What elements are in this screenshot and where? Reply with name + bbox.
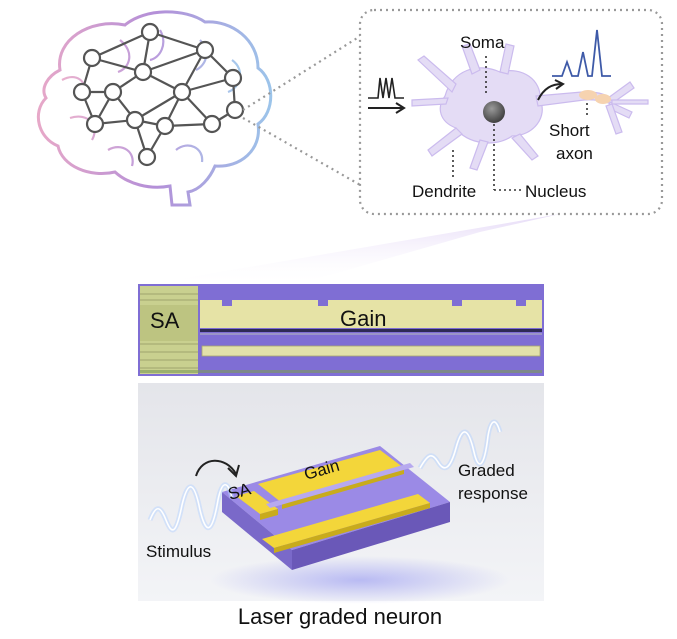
zoom-lines bbox=[242, 34, 363, 187]
short-label: Short bbox=[549, 121, 590, 140]
zoom-beam bbox=[138, 214, 560, 286]
chip-micrograph: SA Gain bbox=[138, 284, 544, 376]
nucleus-label: Nucleus bbox=[525, 182, 586, 201]
neuron-inset: Soma Dendrite Nucleus Short axon bbox=[358, 8, 664, 216]
graded-label: Graded bbox=[458, 461, 515, 480]
response-label: response bbox=[458, 484, 528, 503]
figure-caption: Laser graded neuron bbox=[238, 604, 442, 629]
axon-label: axon bbox=[556, 144, 593, 163]
micrograph-gain-label: Gain bbox=[340, 306, 386, 331]
soma-label: Soma bbox=[460, 33, 505, 52]
sa-arrow-icon bbox=[195, 459, 237, 477]
nucleus-icon bbox=[483, 101, 505, 123]
brain-network-icon bbox=[36, 10, 273, 207]
stimulus-wave-icon bbox=[147, 482, 235, 533]
micrograph-sa-label: SA bbox=[150, 308, 180, 333]
dendrite-label: Dendrite bbox=[412, 182, 476, 201]
output-spikes-icon bbox=[552, 29, 611, 77]
device-rendering: SA Gain Graded response Stimulus bbox=[138, 383, 544, 604]
output-arrow-icon bbox=[537, 83, 563, 101]
input-spikes-icon bbox=[368, 77, 406, 114]
stimulus-label: Stimulus bbox=[146, 542, 211, 561]
response-wave-icon bbox=[417, 419, 503, 471]
